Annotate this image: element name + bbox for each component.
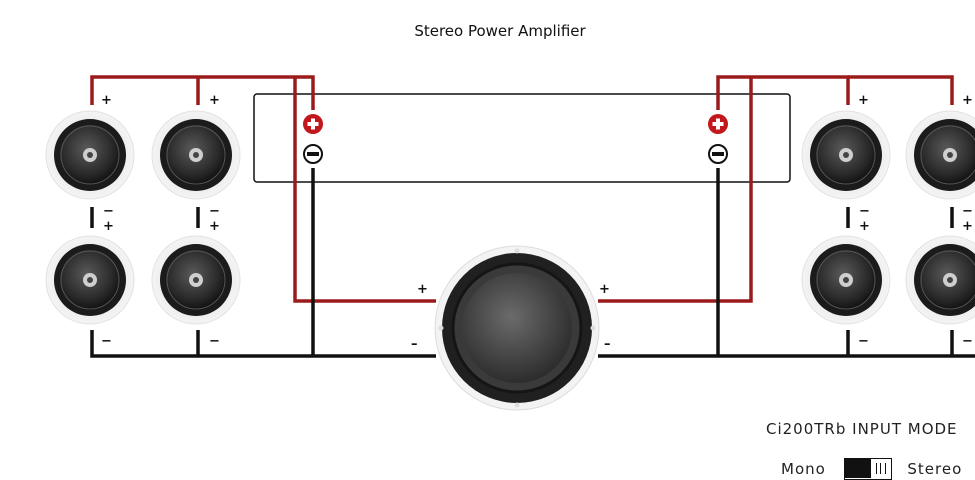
subwoofer-polarity-labels: + – + – bbox=[411, 282, 611, 352]
input-mode-selector: Mono Stereo bbox=[781, 458, 963, 480]
subwoofer-right-plus-label: + bbox=[599, 282, 610, 297]
amp-left-positive-terminal bbox=[303, 114, 323, 134]
amp-left-negative-terminal bbox=[303, 144, 323, 164]
speaker-minus-label: − bbox=[962, 204, 973, 219]
ceiling-speaker-icon bbox=[905, 110, 975, 200]
speaker-minus-label: − bbox=[209, 204, 220, 219]
speaker-minus-label: − bbox=[209, 334, 220, 349]
subwoofer-left-plus-label: + bbox=[417, 282, 428, 297]
amp-right-positive-terminal bbox=[708, 114, 728, 134]
subwoofer-right-minus-label: – bbox=[604, 337, 611, 352]
ceiling-speaker-icon bbox=[45, 110, 135, 200]
speaker-minus-label: − bbox=[101, 334, 112, 349]
ceiling-speaker-icon bbox=[905, 235, 975, 325]
input-mode-title: Ci200TRb INPUT MODE bbox=[766, 420, 958, 438]
toggle-knob bbox=[844, 459, 871, 478]
negative-wires bbox=[90, 168, 975, 358]
subwoofer-icon bbox=[434, 245, 600, 411]
mono-option-label: Mono bbox=[781, 460, 826, 478]
speaker-plus-label: + bbox=[858, 93, 869, 108]
ceiling-speaker-icon bbox=[151, 235, 241, 325]
subwoofer-left-minus-label: – bbox=[411, 337, 418, 352]
speaker-minus-label: − bbox=[962, 334, 973, 349]
speaker-plus-label: + bbox=[209, 93, 220, 108]
speaker-plus-label: + bbox=[209, 219, 220, 234]
ceiling-speaker-icon bbox=[151, 110, 241, 200]
amplifier-box bbox=[253, 93, 791, 183]
speaker-plus-label: + bbox=[103, 219, 114, 234]
speaker-minus-label: − bbox=[103, 204, 114, 219]
speaker-polarity-labels: + + + + − + − + − + − + − − − − bbox=[101, 93, 973, 349]
speaker-plus-label: + bbox=[101, 93, 112, 108]
input-mode-toggle[interactable] bbox=[843, 458, 892, 480]
amp-right-negative-terminal bbox=[708, 144, 728, 164]
stereo-option-label: Stereo bbox=[907, 460, 963, 478]
speaker-plus-label: + bbox=[962, 93, 973, 108]
speaker-minus-label: − bbox=[858, 334, 869, 349]
positive-wires bbox=[90, 75, 954, 303]
diagram-title: Stereo Power Amplifier bbox=[414, 22, 586, 40]
ceiling-speaker-icon bbox=[45, 235, 135, 325]
grip-icon bbox=[875, 463, 886, 474]
speaker-plus-label: + bbox=[859, 219, 870, 234]
speaker-plus-label: + bbox=[962, 219, 973, 234]
ceiling-speaker-icon bbox=[801, 235, 891, 325]
ceiling-speaker-icon bbox=[801, 110, 891, 200]
speaker-minus-label: − bbox=[859, 204, 870, 219]
